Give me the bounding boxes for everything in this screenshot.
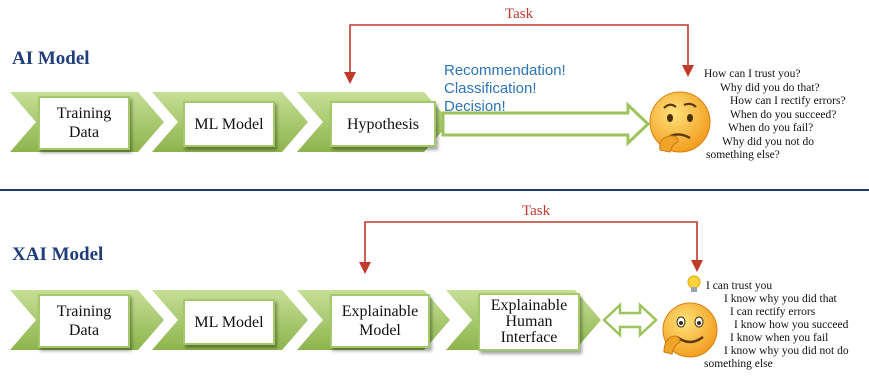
ai-questions-list: How can I trust you? Why did you do that… [700,68,846,163]
question-item: When do you succeed? [730,108,837,121]
question-item: How can I trust you? [704,68,801,80]
ai-output-arrow [441,101,651,147]
xai-task-arrowhead-right [691,260,703,272]
answer-item: I know how you succeed [734,319,849,331]
output-recommendation: Recommendation! [444,62,566,79]
xai-task-arrowhead-left [359,262,371,274]
xai-stage-ml-model: ML Model [183,299,275,345]
xai-task-label: Task [522,203,551,219]
ai-stage-hypothesis: Hypothesis [330,101,436,147]
answer-item: I can trust you [706,280,773,292]
answer-item: I know when you fail [730,332,829,344]
answer-item: I can rectify errors [730,306,816,318]
xai-model-title: XAI Model [12,244,104,265]
ai-model-title: AI Model [12,48,90,69]
question-item: Why did you do that? [720,81,820,94]
xai-answers-list: I can trust you I know why you did that … [704,280,849,371]
output-classification: Classification! [444,80,537,97]
thinking-emoji-icon [649,91,711,153]
ai-stage-ml-model: ML Model [183,101,275,147]
answer-item: I know why you did not do [724,345,849,357]
xai-stage-explainable-model: Explainable Model [330,294,430,348]
answer-item: something else [704,358,773,370]
xai-stage-explainable-human-interface: Explainable Human Interface [478,293,580,351]
ai-task-arrowhead-right [682,65,694,77]
xai-double-arrow [602,302,658,338]
ai-task-line [349,24,689,80]
xai-task-line [364,221,698,268]
xai-stage-training-data: Training Data [38,294,130,348]
question-item: When do you fail? [728,122,814,134]
question-item: something else? [706,149,780,161]
ai-task-arrowhead-left [344,72,356,84]
smiling-emoji-icon [662,302,718,358]
answer-item: I know why you did that [724,293,837,305]
section-divider [0,189,869,191]
ai-stage-training-data: Training Data [38,96,130,150]
lightbulb-icon [687,275,701,292]
ai-outputs: Recommendation! Classification! Decision… [444,62,566,116]
ai-task-label: Task [505,6,534,22]
output-decision: Decision! [444,98,506,115]
question-item: Why did you not do [722,135,814,148]
question-item: How can I rectify errors? [730,95,846,107]
